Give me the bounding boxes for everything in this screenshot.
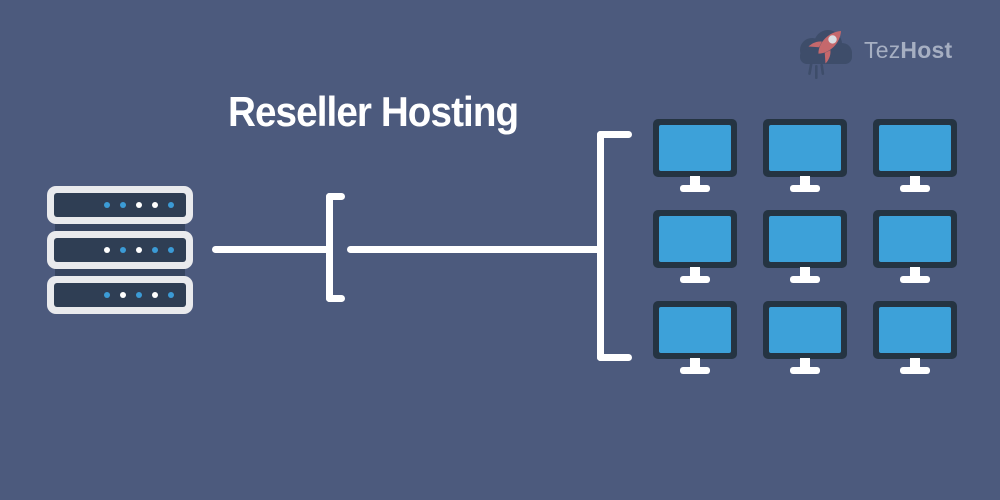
monitor-stand-stem — [800, 358, 810, 367]
monitor — [653, 301, 737, 374]
rocket-cloud-icon — [800, 30, 852, 79]
monitor — [873, 301, 957, 374]
server-led-blue — [104, 202, 110, 208]
connector-line-left — [212, 246, 330, 253]
monitor-stand-stem — [800, 267, 810, 276]
monitor-screen — [659, 307, 731, 353]
connector-line-right — [347, 246, 601, 253]
brand-name-tez: Tez — [864, 36, 901, 63]
server-led-white — [104, 247, 110, 253]
distribution-bracket-top-tick — [597, 131, 632, 138]
monitor-frame — [763, 301, 847, 359]
monitor-frame — [763, 119, 847, 177]
server-unit — [47, 231, 193, 269]
server-led-blue — [104, 292, 110, 298]
monitor-frame — [653, 301, 737, 359]
page-title: Reseller Hosting — [228, 88, 519, 135]
monitor-stand-stem — [910, 358, 920, 367]
monitor-screen — [879, 125, 951, 171]
monitor-stand-stem — [910, 267, 920, 276]
monitor-stand-base — [900, 185, 930, 192]
monitor-stand-stem — [910, 176, 920, 185]
monitor-stand-base — [680, 367, 710, 374]
monitor — [653, 119, 737, 192]
brand-name: TezHost — [864, 37, 952, 64]
monitor — [763, 119, 847, 192]
server-led-blue — [168, 247, 174, 253]
monitor-grid — [653, 119, 957, 374]
server-led-white — [136, 247, 142, 253]
server-led-white — [120, 292, 126, 298]
monitor — [763, 210, 847, 283]
monitor-stand-stem — [690, 358, 700, 367]
distribution-bracket-bottom-tick — [597, 354, 632, 361]
server-led-blue — [168, 292, 174, 298]
monitor-stand-stem — [690, 267, 700, 276]
distribution-bracket-vertical — [597, 131, 604, 361]
server-units — [47, 186, 193, 314]
server-led-white — [152, 292, 158, 298]
monitor-screen — [879, 307, 951, 353]
server-unit — [47, 276, 193, 314]
monitor-stand-stem — [800, 176, 810, 185]
server-led-white — [136, 202, 142, 208]
monitor-frame — [653, 210, 737, 268]
monitor-frame — [763, 210, 847, 268]
monitor-stand-base — [680, 185, 710, 192]
monitor-frame — [873, 210, 957, 268]
server-led-blue — [120, 202, 126, 208]
monitor-stand-base — [790, 367, 820, 374]
server-led-blue — [168, 202, 174, 208]
monitor-stand-stem — [690, 176, 700, 185]
server-led-blue — [136, 292, 142, 298]
monitor-screen — [769, 216, 841, 262]
server-panel — [54, 193, 186, 217]
server-led-blue — [120, 247, 126, 253]
splitter-bracket-vertical — [326, 193, 333, 302]
monitor-screen — [879, 216, 951, 262]
monitor — [873, 119, 957, 192]
server-panel — [54, 238, 186, 262]
splitter-bracket-bottom-tick — [326, 295, 345, 302]
monitor-stand-base — [900, 367, 930, 374]
monitor — [763, 301, 847, 374]
brand-logo: TezHost — [792, 16, 952, 82]
monitor-stand-base — [790, 185, 820, 192]
brand-name-host: Host — [900, 36, 953, 63]
server-unit — [47, 186, 193, 224]
server-led-blue — [152, 247, 158, 253]
splitter-bracket-top-tick — [326, 193, 345, 200]
monitor — [873, 210, 957, 283]
monitor-screen — [769, 307, 841, 353]
rocket-shape — [808, 30, 842, 64]
monitor-stand-base — [790, 276, 820, 283]
monitor-frame — [873, 119, 957, 177]
server-stack — [47, 186, 193, 314]
server-led-white — [152, 202, 158, 208]
monitor-frame — [873, 301, 957, 359]
server-panel — [54, 283, 186, 307]
monitor-screen — [659, 216, 731, 262]
monitor-stand-base — [900, 276, 930, 283]
monitor-screen — [769, 125, 841, 171]
monitor-stand-base — [680, 276, 710, 283]
monitor-frame — [653, 119, 737, 177]
monitor — [653, 210, 737, 283]
monitor-screen — [659, 125, 731, 171]
